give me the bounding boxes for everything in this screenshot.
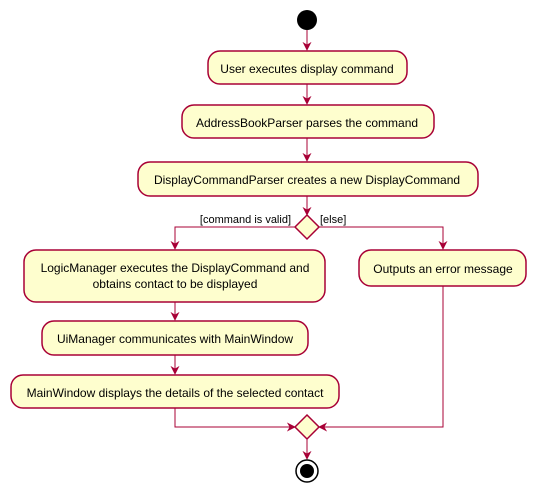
guard-command-valid: [command is valid] xyxy=(200,214,291,226)
action-window-displays: MainWindow displays the details of the s… xyxy=(10,374,340,409)
start-node xyxy=(297,10,317,30)
action-creates-command: DisplayCommandParser creates a new Displ… xyxy=(137,161,479,197)
action-ui-communicates-label: UiManager communicates with MainWindow xyxy=(57,332,293,346)
edge-error-to-merge xyxy=(318,286,444,432)
edge-display-to-merge xyxy=(174,408,296,432)
end-node xyxy=(295,459,319,483)
edge-decision-to-logic xyxy=(170,226,295,250)
edge-decision-to-error xyxy=(319,226,448,250)
action-window-displays-label: MainWindow displays the details of the s… xyxy=(27,386,324,400)
action-ui-communicates: UiManager communicates with MainWindow xyxy=(41,320,309,356)
action-user-executes-label: User executes display command xyxy=(220,62,393,76)
edges xyxy=(170,30,448,460)
action-logic-executes-line1: LogicManager executes the DisplayCommand… xyxy=(41,261,310,275)
action-error-message: Outputs an error message xyxy=(358,249,527,287)
merge-diamond xyxy=(293,413,321,441)
decision-diamond xyxy=(293,213,321,241)
action-logic-executes-line2: obtains contact to be displayed xyxy=(93,277,258,291)
action-parser-parses-label: AddressBookParser parses the command xyxy=(196,116,418,130)
action-error-message-label: Outputs an error message xyxy=(373,262,513,276)
action-creates-command-label: DisplayCommandParser creates a new Displ… xyxy=(154,173,460,187)
action-logic-executes: LogicManager executes the DisplayCommand… xyxy=(23,249,326,303)
action-user-executes: User executes display command xyxy=(207,50,408,85)
action-parser-parses: AddressBookParser parses the command xyxy=(181,104,435,139)
guard-else: [else] xyxy=(320,214,346,226)
